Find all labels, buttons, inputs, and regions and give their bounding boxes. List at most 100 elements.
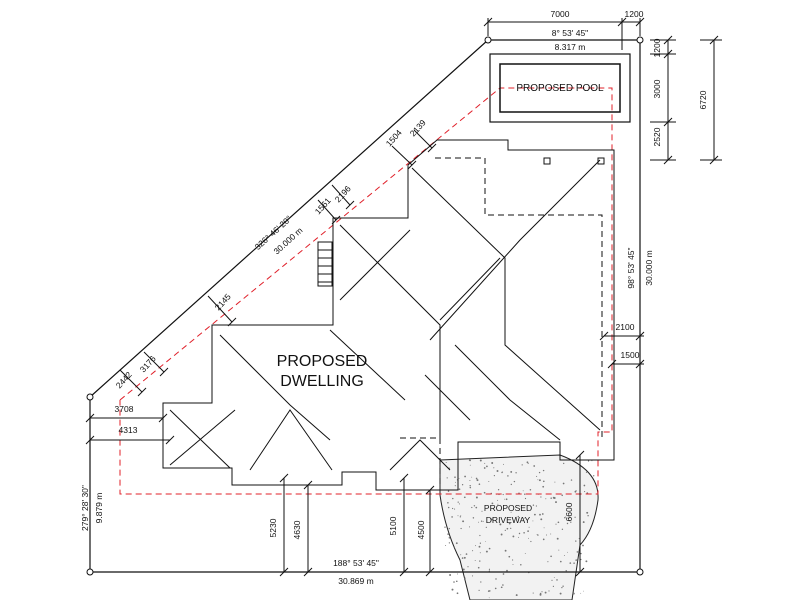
driveway-speckle — [454, 485, 456, 487]
driveway-speckle — [553, 576, 555, 578]
dimension-tick — [345, 200, 355, 210]
driveway-speckle — [550, 555, 552, 558]
dimension-tick — [279, 473, 289, 483]
driveway-speckle — [575, 490, 577, 492]
dimension-tick — [158, 413, 168, 423]
driveway-speckle — [477, 566, 480, 569]
dimension-tick — [303, 480, 313, 490]
driveway-speckle — [567, 551, 568, 553]
dimension-tick — [399, 473, 409, 483]
driveway-speckle — [447, 506, 450, 509]
driveway-speckle — [502, 584, 504, 586]
driveway-speckle — [559, 592, 562, 595]
driveway-speckle — [496, 470, 499, 472]
driveway-speckle — [524, 493, 526, 495]
right-bearing: 98° 53' 45" — [626, 247, 636, 288]
driveway-speckle — [488, 481, 490, 482]
dimension-tick — [635, 331, 645, 341]
left-bearing: 279° 28' 30" — [80, 485, 90, 531]
driveway-speckle — [561, 528, 564, 530]
driveway-speckle — [587, 460, 590, 462]
driveway-speckle — [562, 585, 564, 587]
driveway-speckle — [493, 475, 495, 477]
driveway-speckle — [453, 546, 456, 548]
driveway-speckle — [564, 516, 566, 518]
driveway-speckle — [486, 465, 488, 468]
driveway-speckle — [539, 592, 542, 595]
driveway-speckle — [538, 471, 541, 474]
driveway-speckle — [475, 477, 478, 480]
driveway-speckle — [493, 467, 495, 469]
driveway-speckle — [512, 564, 514, 565]
driveway-speckle — [544, 591, 547, 594]
dimension-tick — [159, 367, 169, 377]
roof-hip — [339, 229, 411, 301]
driveway-speckle — [582, 521, 585, 524]
driveway-speckle — [508, 555, 511, 558]
driveway-speckle — [566, 522, 569, 525]
driveway-speckle — [542, 485, 545, 488]
roof-hip — [411, 167, 601, 431]
dim-4630: 4630 — [292, 520, 302, 539]
driveway-speckle — [445, 545, 447, 546]
driveway-speckle — [500, 586, 503, 589]
dimension-tick — [303, 567, 313, 577]
pool-inner — [499, 63, 621, 113]
driveway-speckle — [479, 542, 482, 544]
top-bearing: 8° 53' 45" — [552, 28, 588, 38]
bottom-length: 30.869 m — [338, 576, 373, 586]
driveway-speckle — [577, 552, 580, 554]
driveway-speckle — [455, 542, 458, 545]
dim-6600: 6600 — [564, 502, 574, 521]
driveway-speckle — [458, 488, 461, 491]
roof-marker — [543, 157, 551, 165]
driveway-speckle — [472, 517, 475, 519]
driveway-speckle — [559, 560, 562, 563]
driveway-speckle — [478, 545, 481, 548]
dim-1200-top: 1200 — [625, 9, 644, 19]
driveway-speckle — [535, 505, 538, 507]
driveway-speckle — [541, 513, 544, 515]
driveway-speckle — [457, 515, 459, 517]
driveway-speckle — [463, 496, 466, 499]
dimension-line — [391, 145, 413, 166]
driveway-speckle — [515, 594, 518, 597]
driveway-speckle — [550, 497, 552, 499]
driveway-speckle — [537, 479, 539, 481]
right-length: 30.000 m — [644, 250, 654, 285]
driveway-speckle — [574, 516, 576, 518]
dimension-tick — [165, 435, 175, 445]
driveway-speckle — [564, 517, 566, 519]
driveway-speckle — [445, 461, 447, 464]
driveway-speckle — [539, 513, 541, 516]
driveway-speckle — [512, 559, 514, 561]
dimension-lines — [85, 17, 722, 577]
driveway-speckle — [561, 494, 563, 497]
driveway-speckle — [475, 545, 477, 547]
driveway-speckle — [585, 471, 588, 473]
roof-hip — [169, 409, 236, 466]
driveway-speckle — [524, 497, 527, 500]
driveway-speckle — [469, 464, 471, 466]
driveway-speckle — [517, 515, 519, 518]
driveway-speckle — [497, 489, 500, 491]
driveway-speckle — [483, 467, 486, 469]
driveway-speckle — [465, 553, 468, 555]
driveway-speckle — [563, 462, 565, 465]
driveway-speckle — [532, 504, 535, 506]
driveway-speckle — [510, 483, 512, 486]
driveway-speckle — [583, 484, 586, 487]
driveway-speckle — [469, 459, 471, 462]
driveway-speckle — [487, 590, 490, 592]
driveway-speckle — [524, 552, 526, 554]
driveway-speckle — [508, 522, 511, 525]
roof-outline — [162, 139, 615, 491]
driveway-speckle — [451, 588, 454, 591]
driveway-speckle — [510, 511, 512, 513]
driveway-speckle — [510, 470, 513, 473]
driveway-speckle — [532, 592, 534, 594]
dwelling-label-line1: PROPOSED — [277, 353, 368, 370]
driveway-speckle — [503, 463, 504, 465]
driveway-speckle — [516, 516, 518, 518]
driveway-speckle — [520, 563, 522, 566]
